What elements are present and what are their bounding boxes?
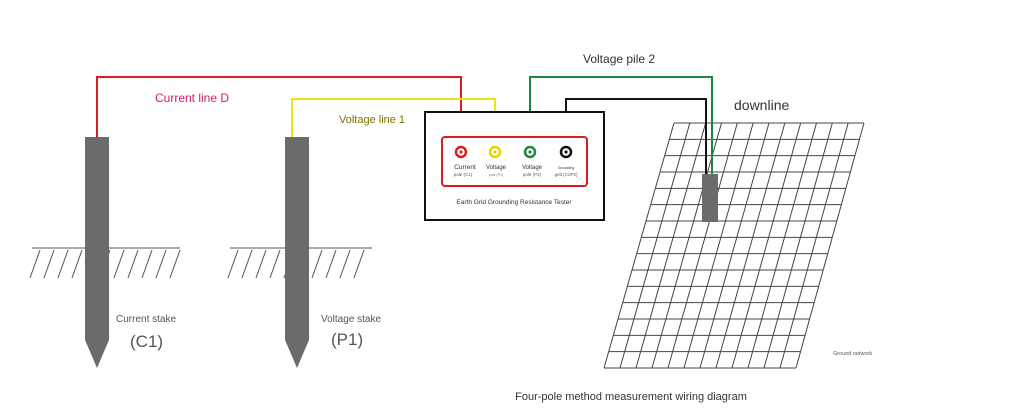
ground-hatch-line (325, 249, 337, 279)
ground-network-label: Ground network (833, 351, 872, 357)
ground-hatch-line (169, 249, 181, 279)
grid-line-vertical (635, 122, 707, 369)
grid-line-vertical (619, 122, 691, 369)
ground-hatch-line (43, 249, 55, 279)
grid-line-vertical (715, 122, 786, 369)
current-line-label: Current line D (155, 91, 229, 105)
current-stake-label: Current stake (116, 314, 176, 325)
current-stake-code: (C1) (130, 332, 163, 351)
ground-hatch-line (29, 249, 41, 279)
voltage-stake-label: Voltage stake (321, 314, 381, 325)
ground-hatch-line (311, 249, 323, 279)
ground-hatch-line (353, 249, 365, 279)
ground-hatch-line (255, 249, 267, 279)
diagram-caption: Four-pole method measurement wiring diag… (515, 391, 747, 403)
terminal-voltage-p1 (488, 145, 502, 159)
voltage-stake (285, 137, 309, 368)
terminal-grounding (559, 145, 573, 159)
tester-outer-frame (424, 111, 605, 221)
grid-electrode (702, 174, 718, 222)
grid-line-vertical (795, 122, 865, 369)
grid-line-vertical (651, 122, 722, 369)
ground-hatch-line (141, 249, 153, 279)
grid-line-vertical (763, 122, 833, 369)
grid-line-vertical (731, 122, 802, 369)
ground-hatch-line (241, 249, 253, 279)
ground-hatch-line (155, 249, 167, 279)
terminal-current-label: Current (454, 164, 476, 171)
voltage-pile-2-label: Voltage pile 2 (583, 52, 655, 66)
terminal-grounding-sublabel: grid (C2P2) (554, 172, 578, 177)
terminal-voltage-p1-label: Voltage (486, 165, 507, 171)
terminal-grounding-label: Grounding (558, 166, 574, 170)
tester-title: Earth Grid Grounding Resistance Tester (456, 199, 572, 206)
terminal-voltage-p2 (523, 145, 537, 159)
grid-line-vertical (699, 122, 770, 369)
current-wire (96, 76, 462, 152)
ground-hatch-line (57, 249, 69, 279)
ground-hatch-line (339, 249, 351, 279)
grid-line-vertical (779, 122, 849, 369)
ground-network-grid (603, 122, 865, 369)
tester-panel (441, 136, 588, 187)
current-stake (85, 137, 109, 368)
ground-hatch-line (127, 249, 139, 279)
terminal-voltage-p2-label: Voltage (522, 165, 543, 171)
ground-hatch-line (113, 249, 125, 279)
grid-line-vertical (747, 122, 817, 369)
grid-line-vertical (603, 122, 675, 369)
terminal-voltage-p1-sublabel: pole (P1) (489, 173, 503, 177)
terminal-voltage-p2-sublabel: pole (P2) (523, 172, 542, 177)
voltage-stake-code: (P1) (331, 330, 363, 349)
grid-line-vertical (683, 122, 754, 369)
ground-hatch-line (227, 249, 239, 279)
grid-line-vertical (667, 122, 738, 369)
ground-hatch-line (71, 249, 83, 279)
ground-hatch-line (269, 249, 281, 279)
terminal-current (454, 145, 468, 159)
voltage-line-1-label: Voltage line 1 (339, 114, 405, 126)
terminal-current-sublabel: pole (C1) (454, 172, 473, 177)
downline-label: downline (734, 97, 789, 113)
